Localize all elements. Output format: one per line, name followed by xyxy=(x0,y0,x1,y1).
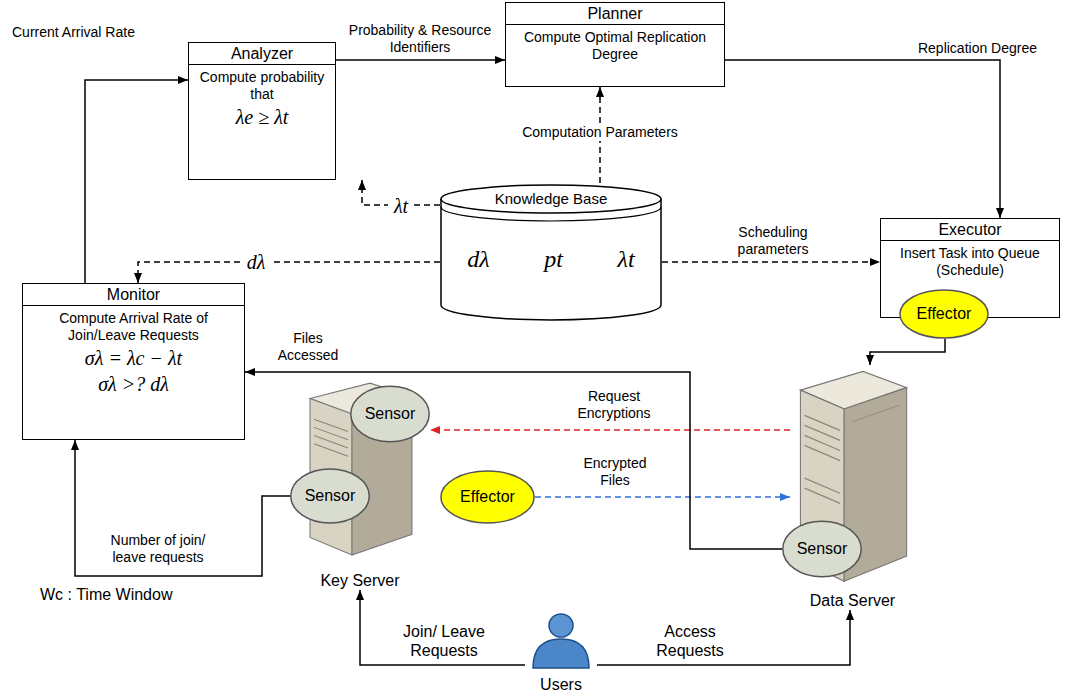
ellipse-label: Effector xyxy=(460,488,515,506)
connector xyxy=(725,60,1000,218)
box-title: Monitor xyxy=(23,284,244,306)
connector-label: Access Requests xyxy=(640,622,740,660)
box-body: Insert Task into Queue (Schedule) xyxy=(881,241,1059,279)
sensor-ellipse: Sensor xyxy=(290,468,370,524)
icon-label: Data Server xyxy=(770,591,935,610)
ellipse-label: Sensor xyxy=(365,405,416,423)
formula: σλ >? dλ xyxy=(23,370,244,396)
connector-label: Number of join/ leave requests xyxy=(96,532,220,566)
ellipse-label: Sensor xyxy=(797,540,848,558)
analyzer-box: AnalyzerCompute probability thatλe ≥ λt xyxy=(188,42,336,180)
connector xyxy=(870,339,945,365)
formula: λt xyxy=(618,245,635,273)
connector-label: Encrypted Files xyxy=(565,455,665,489)
connector xyxy=(597,610,850,665)
connector-label: Replication Degree xyxy=(910,40,1045,57)
person-drawing xyxy=(525,612,597,668)
sensor-ellipse: Sensor xyxy=(782,520,862,578)
box-body: Compute Arrival Rate of Join/Leave Reque… xyxy=(23,306,244,344)
ellipse-label: Effector xyxy=(917,305,972,323)
connector-label: λt xyxy=(388,194,414,218)
formula: pt xyxy=(544,245,563,273)
ellipse-label: Sensor xyxy=(305,487,356,505)
effector-ellipse: Effector xyxy=(440,470,535,524)
person-icon xyxy=(525,612,597,668)
executor-box: ExecutorInsert Task into Queue (Schedule… xyxy=(880,218,1060,318)
connector-label: Current Arrival Rate xyxy=(10,24,160,41)
connector xyxy=(662,261,880,263)
connector xyxy=(85,80,188,283)
icon-label: Users xyxy=(505,675,617,694)
box-body: Compute probability that xyxy=(189,65,335,103)
box-title: Analyzer xyxy=(189,43,335,65)
formula-row: dλ pt λt xyxy=(440,245,662,273)
connector-label: Probability & Resource Identifiers xyxy=(345,22,495,56)
formula: λe ≥ λt xyxy=(189,103,335,129)
connector-label: Files Accessed xyxy=(262,330,354,364)
connector xyxy=(336,59,505,61)
knowledge-base-cylinder: Knowledge Base dλ pt λt xyxy=(440,183,662,321)
icon-label: Key Server xyxy=(280,571,440,590)
cylinder-title: Knowledge Base xyxy=(440,190,662,208)
box-title: Planner xyxy=(506,3,724,25)
connector xyxy=(535,496,790,498)
users-icon: Users xyxy=(525,612,597,694)
box-body: Compute Optimal Replication Degree xyxy=(506,25,724,63)
connector xyxy=(138,262,440,283)
connector xyxy=(430,429,790,431)
note-label: Wc : Time Window xyxy=(40,585,172,604)
connector-label: Computation Parameters xyxy=(520,124,680,141)
formula: σλ = λc − λt xyxy=(23,344,244,370)
connector-label: Request Encryptions xyxy=(558,388,670,422)
connector xyxy=(360,590,525,665)
connector-label: Join/ Leave Requests xyxy=(383,622,505,660)
formula: dλ xyxy=(467,245,489,273)
sensor-ellipse: Sensor xyxy=(350,385,430,443)
connector-label: Scheduling parameters xyxy=(718,224,828,258)
box-title: Executor xyxy=(881,219,1059,241)
connector-label: dλ xyxy=(240,250,272,274)
monitor-box: MonitorCompute Arrival Rate of Join/Leav… xyxy=(22,283,245,440)
planner-box: PlannerCompute Optimal Replication Degre… xyxy=(505,2,725,87)
effector-ellipse: Effector xyxy=(899,289,989,339)
connector xyxy=(75,440,290,576)
